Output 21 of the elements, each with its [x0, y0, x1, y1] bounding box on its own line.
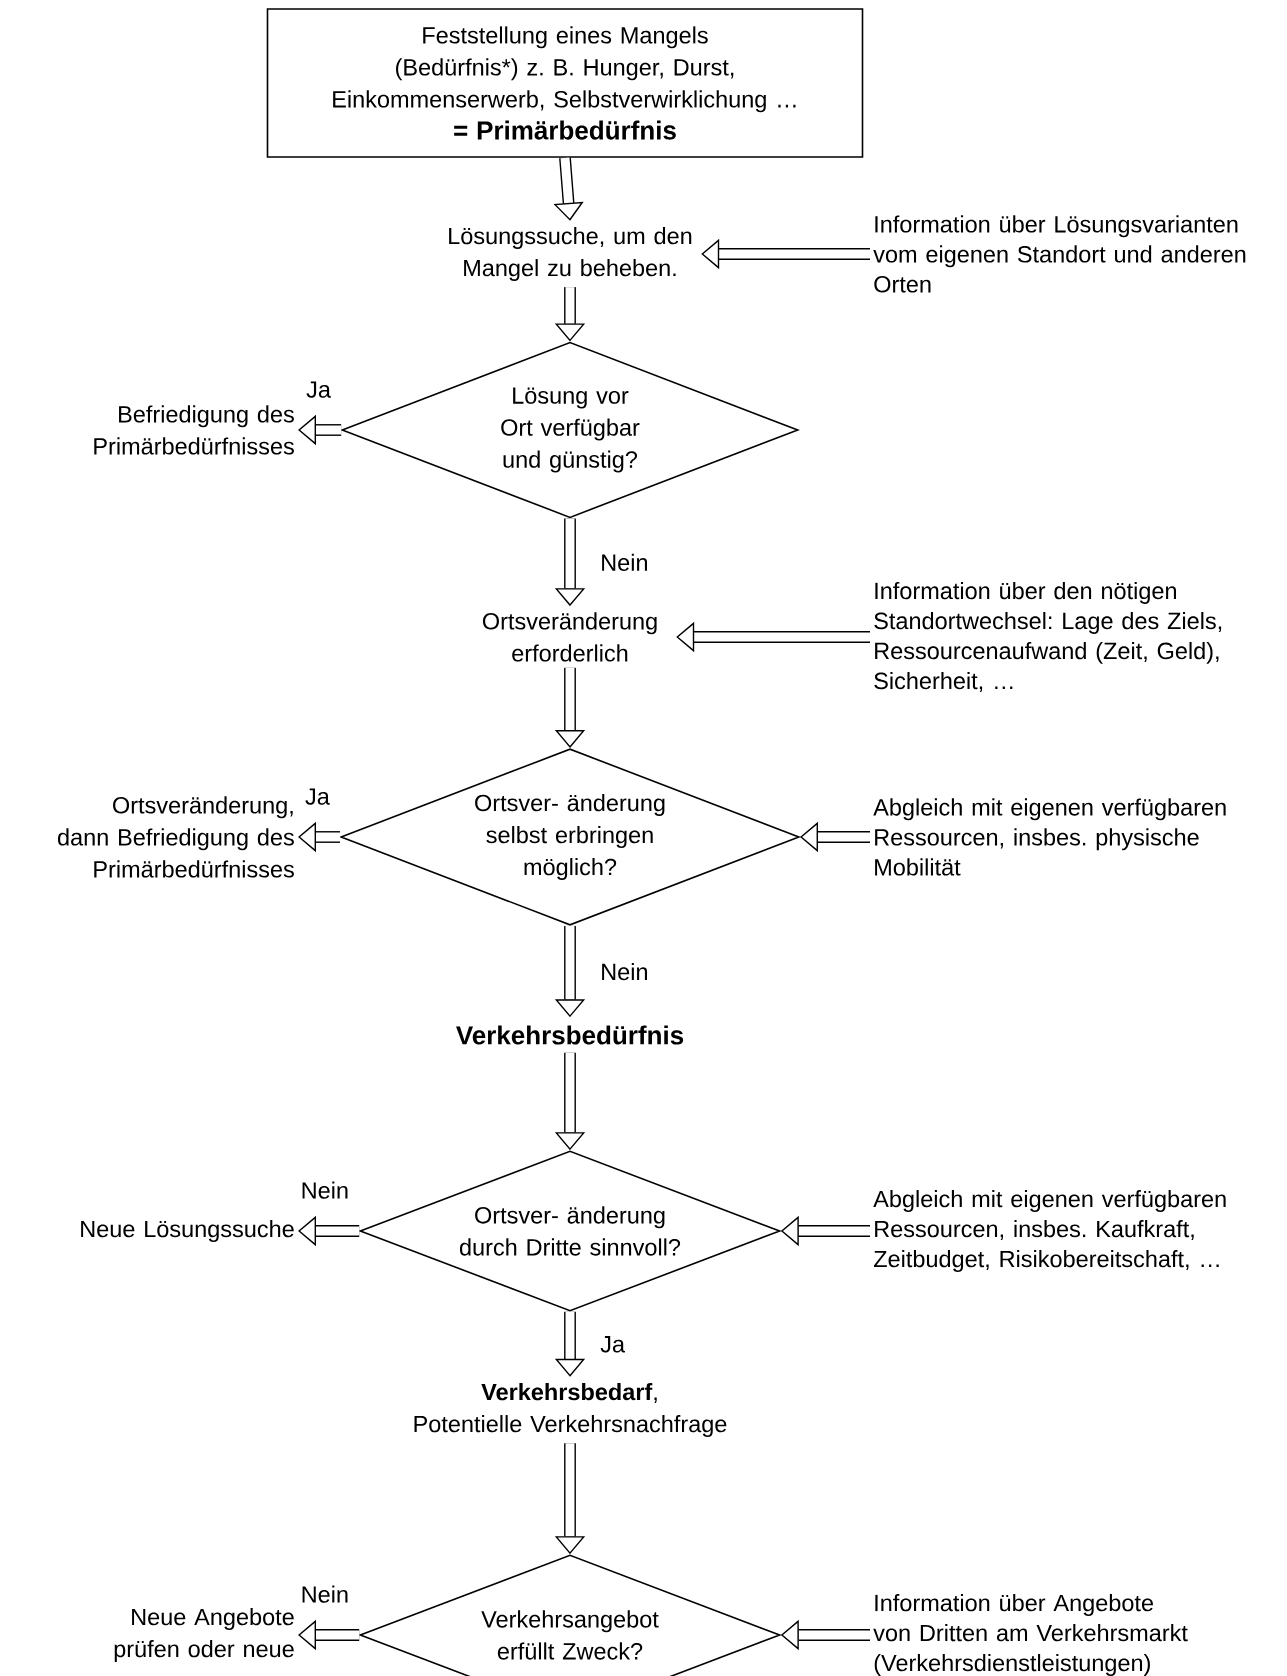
edge-label: Ja [303, 786, 332, 807]
edge-label: Nein [598, 551, 651, 573]
outcome-text: Ortsveränderung, dann Befriedigung des Primärbedürfnisses [58, 796, 294, 878]
outcome-text: Befriedigung des Primärbedürfnisses [94, 405, 294, 455]
info-text: Abgleich mit eigenen verfügbaren Ressourcen, insbes. Kaufkraft, Zeitbudget, Risikobereitschaft, … [873, 1190, 1226, 1272]
outcome-text: Neue Lösungssuche [81, 1220, 294, 1242]
edge-label: Ja [304, 379, 333, 400]
info-text: Information über Lösungsvarianten vom eigenen Standort und anderen Orten [873, 215, 1246, 293]
info-text: Information über Angebote von Dritten am Verkehrsmarkt (Verkehrsdienstleistungen) [873, 1594, 1188, 1676]
step-text: Ortsveränderung erforderlich [482, 612, 657, 662]
step-text: Lösungssuche, um den Mangel zu beheben. [449, 227, 692, 281]
stage-heading: Verkehrsbedürfnis [456, 1025, 684, 1045]
outcome-text: Neue Angebote prüfen oder neue [114, 1608, 294, 1662]
step-text: Verkehrsbedarf, Potentielle Verkehrsnachfrage [414, 1383, 727, 1437]
edge-label: Nein [298, 1583, 351, 1605]
need-box: Feststellung eines Mangels (Bedürfnis*) z. B. Hunger, Durst, Einkommenserwerb, Selbstverwirklichung … = Primärbedürfnis [266, 8, 864, 158]
edge-label: Ja [598, 1334, 627, 1355]
info-text: Abgleich mit eigenen verfügbaren Ressourcen, insbes. physische Mobilität [873, 798, 1226, 876]
info-text: Information über den nötigen Standortwechsel: Lage des Ziels, Ressourcenaufwand (Zeit, Geld), Sicherheit, … [874, 582, 1222, 692]
edge-label: Nein [298, 1179, 351, 1201]
edge-label: Nein [598, 960, 651, 983]
